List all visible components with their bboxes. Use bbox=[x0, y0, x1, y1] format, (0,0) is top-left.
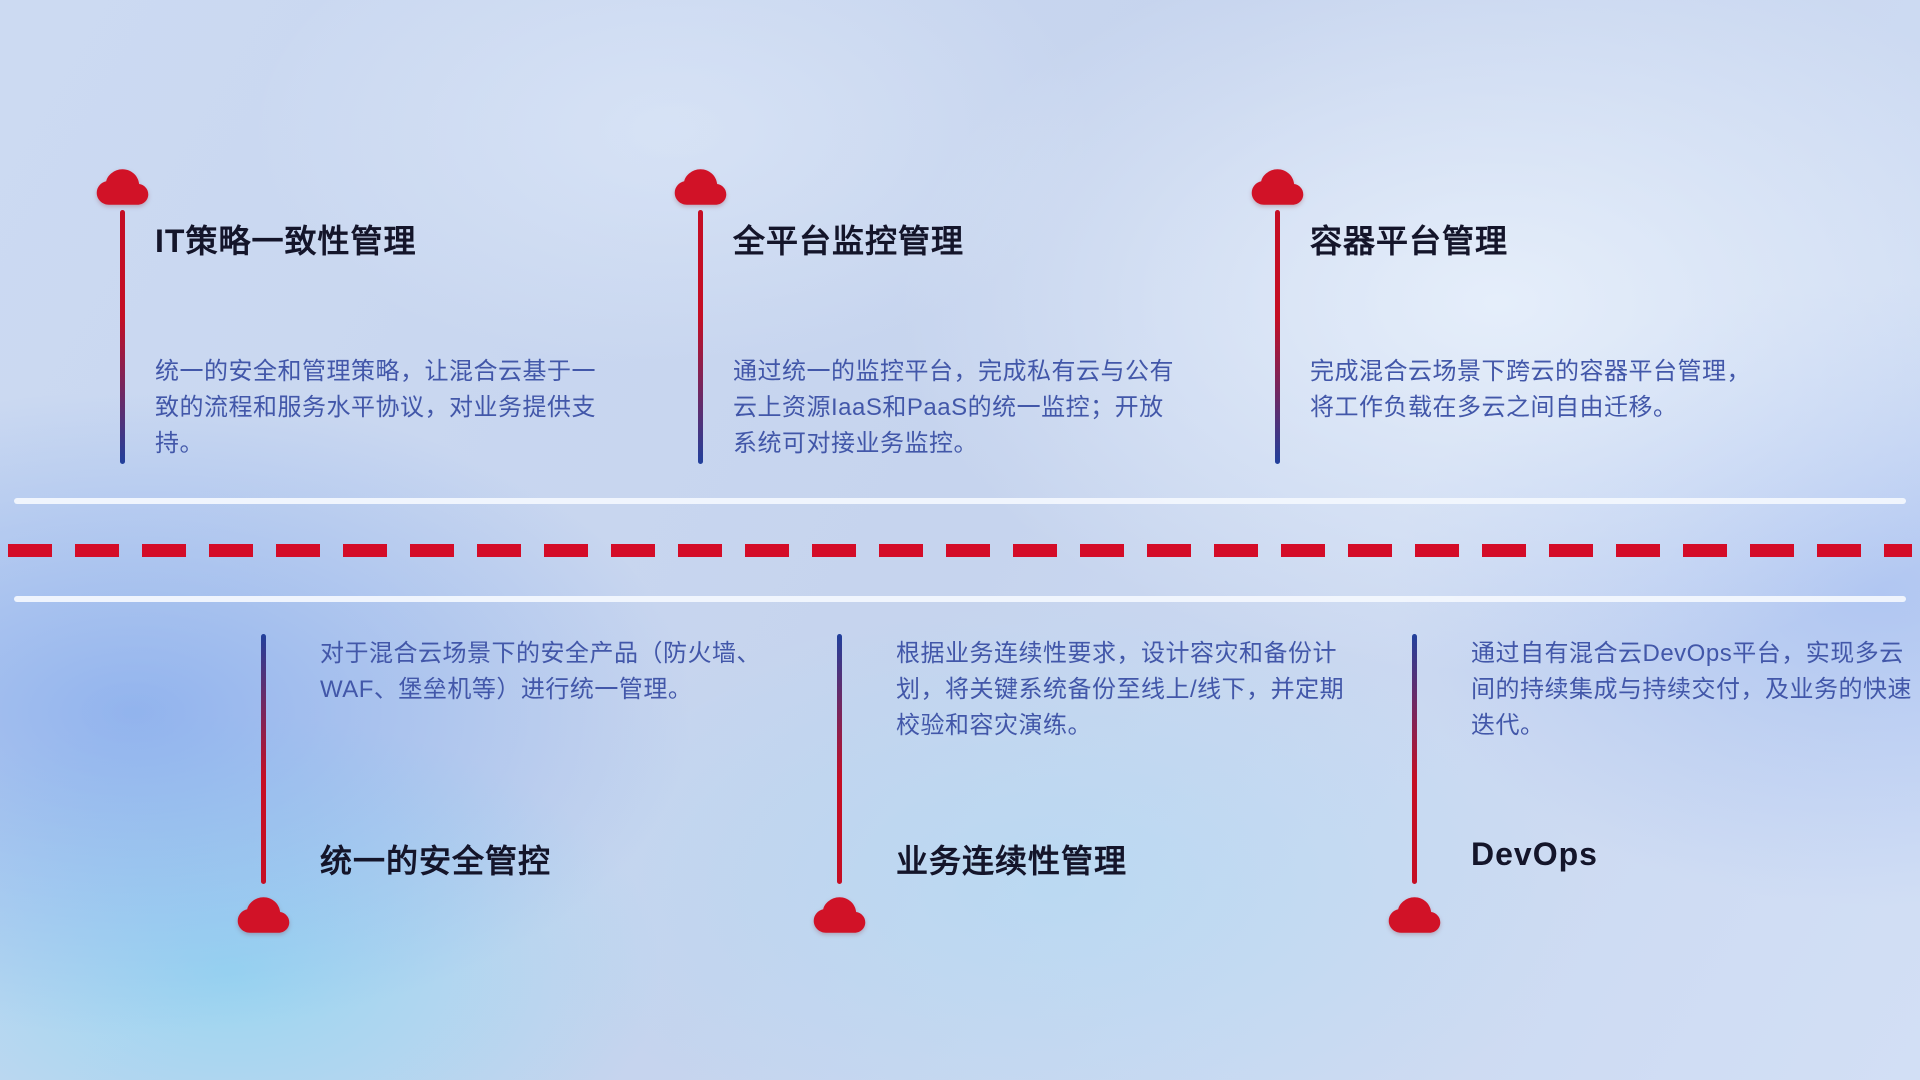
connector-line bbox=[1275, 210, 1280, 464]
connector-line bbox=[120, 210, 125, 464]
item-container-platform: 容器平台管理 完成混合云场景下跨云的容器平台管理，将工作负载在多云之间自由迁移。 bbox=[1250, 168, 1760, 478]
item-title: 统一的安全管控 bbox=[320, 843, 552, 879]
item-unified-security: 对于混合云场景下的安全产品（防火墙、WAF、堡垒机等）进行统一管理。 统一的安全… bbox=[236, 630, 761, 960]
cloud-icon bbox=[1251, 169, 1304, 205]
divider-bottom-line bbox=[14, 596, 1906, 602]
item-it-policy-management: IT策略一致性管理 统一的安全和管理策略，让混合云基于一致的流程和服务水平协议，… bbox=[95, 168, 605, 478]
item-description: 通过统一的监控平台，完成私有云与公有云上资源IaaS和PaaS的统一监控；开放系… bbox=[733, 358, 1174, 457]
item-description: 通过自有混合云DevOps平台，实现多云间的持续集成与持续交付，及业务的快速迭代… bbox=[1471, 640, 1912, 739]
item-description: 完成混合云场景下跨云的容器平台管理，将工作负载在多云之间自由迁移。 bbox=[1310, 358, 1751, 421]
item-description: 统一的安全和管理策略，让混合云基于一致的流程和服务水平协议，对业务提供支持。 bbox=[155, 358, 596, 457]
item-business-continuity: 根据业务连续性要求，设计容灾和备份计划，将关键系统备份至线上/线下，并定期校验和… bbox=[812, 630, 1344, 960]
item-title: 全平台监控管理 bbox=[733, 223, 965, 259]
cloud-icon bbox=[813, 897, 866, 933]
item-devops: 通过自有混合云DevOps平台，实现多云间的持续集成与持续交付，及业务的快速迭代… bbox=[1387, 630, 1912, 960]
connector-line bbox=[261, 634, 266, 884]
cloud-icon bbox=[96, 169, 149, 205]
cloud-icon bbox=[674, 169, 727, 205]
item-description: 对于混合云场景下的安全产品（防火墙、WAF、堡垒机等）进行统一管理。 bbox=[320, 640, 761, 703]
item-platform-monitoring: 全平台监控管理 通过统一的监控平台，完成私有云与公有云上资源IaaS和PaaS的… bbox=[673, 168, 1183, 478]
connector-line bbox=[1412, 634, 1417, 884]
cloud-icon bbox=[237, 897, 290, 933]
connector-line bbox=[837, 634, 842, 884]
item-title: 业务连续性管理 bbox=[896, 843, 1128, 879]
item-description: 根据业务连续性要求，设计容灾和备份计划，将关键系统备份至线上/线下，并定期校验和… bbox=[896, 640, 1345, 739]
item-title: 容器平台管理 bbox=[1310, 223, 1509, 259]
item-title: IT策略一致性管理 bbox=[155, 223, 417, 259]
item-title: DevOps bbox=[1471, 836, 1598, 872]
divider-top-line bbox=[14, 498, 1906, 504]
connector-line bbox=[698, 210, 703, 464]
divider-dashed-line bbox=[8, 544, 1912, 557]
cloud-icon bbox=[1388, 897, 1441, 933]
